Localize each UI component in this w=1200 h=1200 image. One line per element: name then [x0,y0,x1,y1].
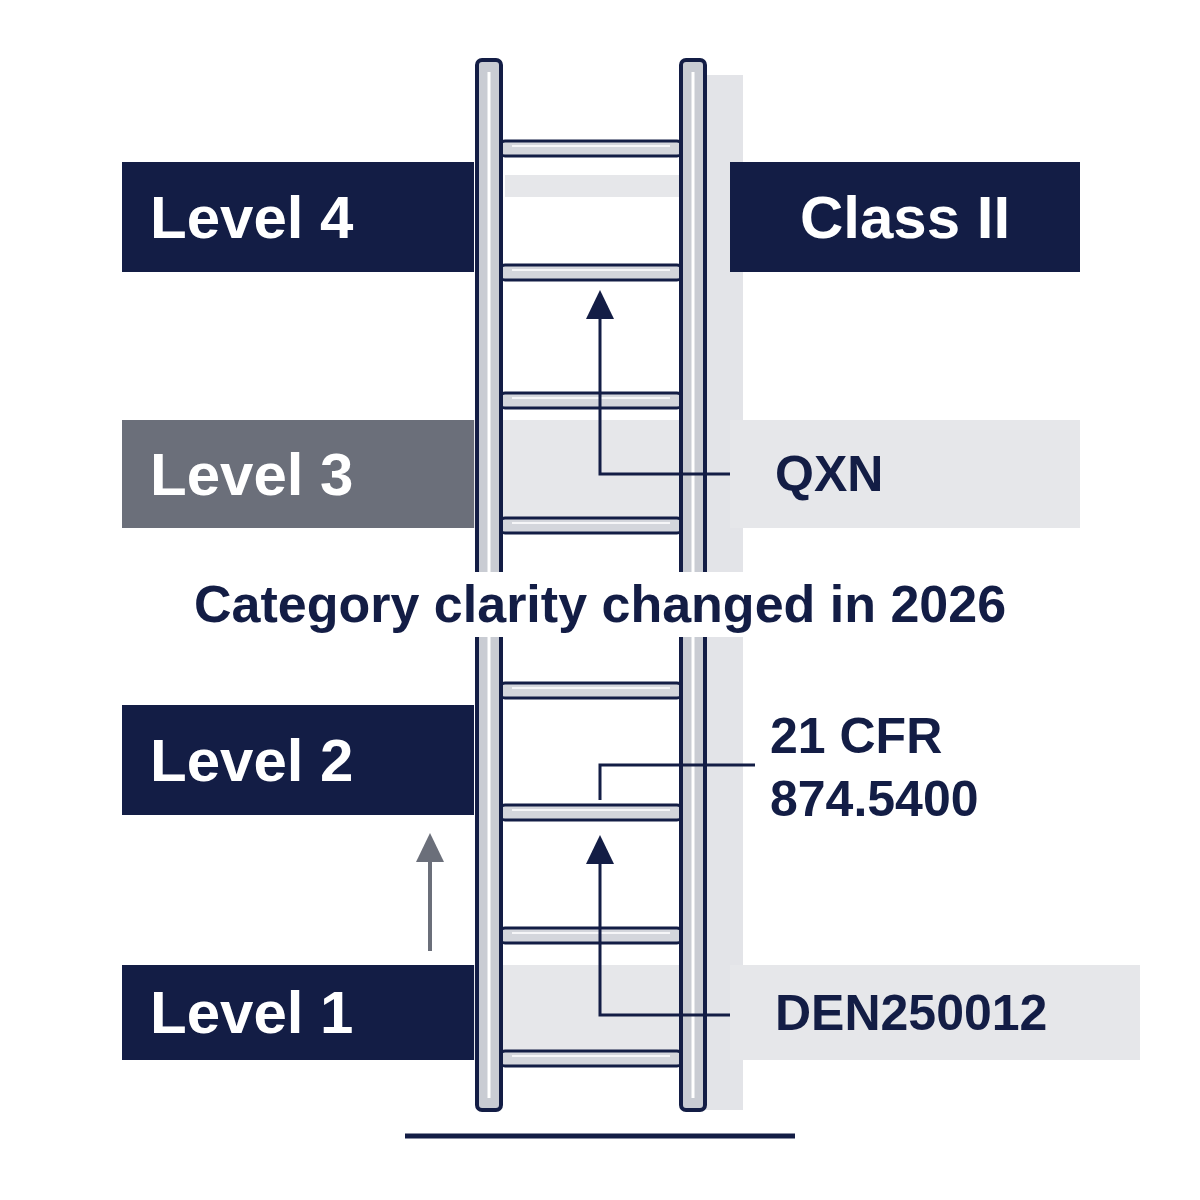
level-band: Level 1 [122,965,474,1060]
band-text: QXN [775,445,883,503]
level-band: Level 4 [122,162,474,272]
arrow-head [416,833,444,862]
band-text: DEN250012 [775,984,1047,1042]
band-text: Level 2 [150,726,353,795]
band-text: Level 4 [150,183,353,252]
code-band: DEN250012 [730,965,1140,1060]
band-text: Level 3 [150,440,353,509]
connector-arrow [586,290,730,474]
code-band: QXN [730,420,1080,528]
connector-line [600,314,730,474]
level-band: Level 2 [122,705,474,815]
band-text: Class II [800,183,1010,252]
class-band: Class II [730,162,1080,272]
connector-line [428,857,432,951]
connector-arrow [416,833,444,951]
band-text: Level 1 [150,978,353,1047]
heading-note: Category clarity changed in 2026 [182,572,1018,637]
arrow-head [586,290,614,319]
reference-label: 21 CFR 874.5400 [770,705,1070,830]
level-band: Level 3 [122,420,474,528]
